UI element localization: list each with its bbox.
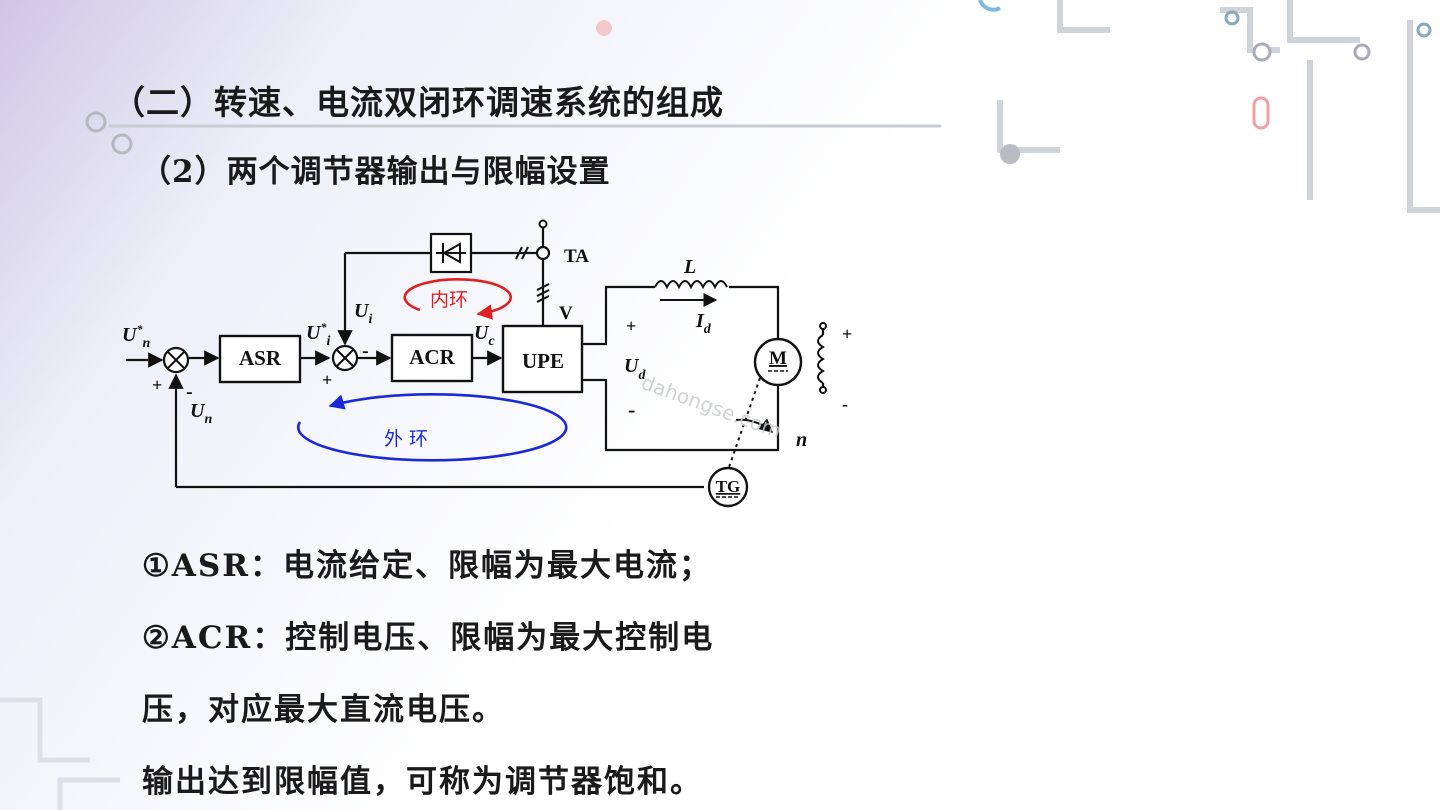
svg-text:Id: Id	[695, 310, 712, 337]
svg-text:+: +	[152, 375, 162, 395]
motor-symbol	[753, 337, 803, 387]
svg-text:+: +	[842, 324, 852, 344]
summing-junction-speed	[162, 346, 190, 374]
acr-block	[390, 333, 474, 383]
page-title: （二）转速、电流双闭环调速系统的组成	[112, 83, 724, 122]
section-subtitle: （2）两个调节器输出与限幅设置	[140, 154, 611, 190]
upe-label: UPE	[522, 349, 564, 373]
inner-loop-arrow	[403, 278, 512, 320]
acr-label: ACR	[409, 345, 455, 369]
tacho-label: TG	[716, 477, 741, 496]
text-line-asr: ①ASR：电流给定、限幅为最大电流；	[142, 548, 712, 584]
svg-text:-: -	[842, 394, 848, 414]
svg-text:Ud: Ud	[624, 355, 646, 383]
watermark: dahongse.com	[638, 370, 784, 443]
svg-text:+: +	[322, 370, 332, 390]
svg-text:Ui: Ui	[354, 300, 372, 327]
svg-text:TA: TA	[564, 246, 589, 267]
summing-junction-current	[331, 344, 359, 372]
svg-text:-: -	[362, 340, 369, 362]
svg-text:+: +	[626, 316, 636, 336]
svg-text:Un: Un	[190, 400, 212, 427]
svg-text:Uc: Uc	[474, 322, 495, 349]
outer-loop-arrow	[296, 393, 568, 462]
svg-text:-: -	[628, 397, 635, 422]
motor-label: M	[769, 348, 787, 369]
svg-text:U*n: U*n	[122, 322, 150, 351]
svg-text:U*i: U*i	[306, 320, 330, 349]
svg-text:n: n	[796, 429, 807, 451]
svg-text:L: L	[683, 256, 696, 278]
text-line-saturation: 输出达到限幅值，可称为调节器饱和。	[142, 764, 703, 800]
inner-loop-label: 内环	[430, 289, 468, 311]
rectifier-block	[429, 232, 473, 274]
text-line-acr: ②ACR：控制电压、限幅为最大控制电	[142, 620, 715, 656]
asr-label: ASR	[239, 346, 282, 370]
svg-text:V: V	[559, 303, 573, 324]
asr-block	[218, 334, 302, 384]
text-line-acr-cont: 压，对应最大直流电压。	[142, 692, 505, 728]
svg-text:-: -	[186, 381, 193, 403]
upe-block	[501, 324, 584, 394]
outer-loop-label: 外 环	[384, 428, 428, 450]
